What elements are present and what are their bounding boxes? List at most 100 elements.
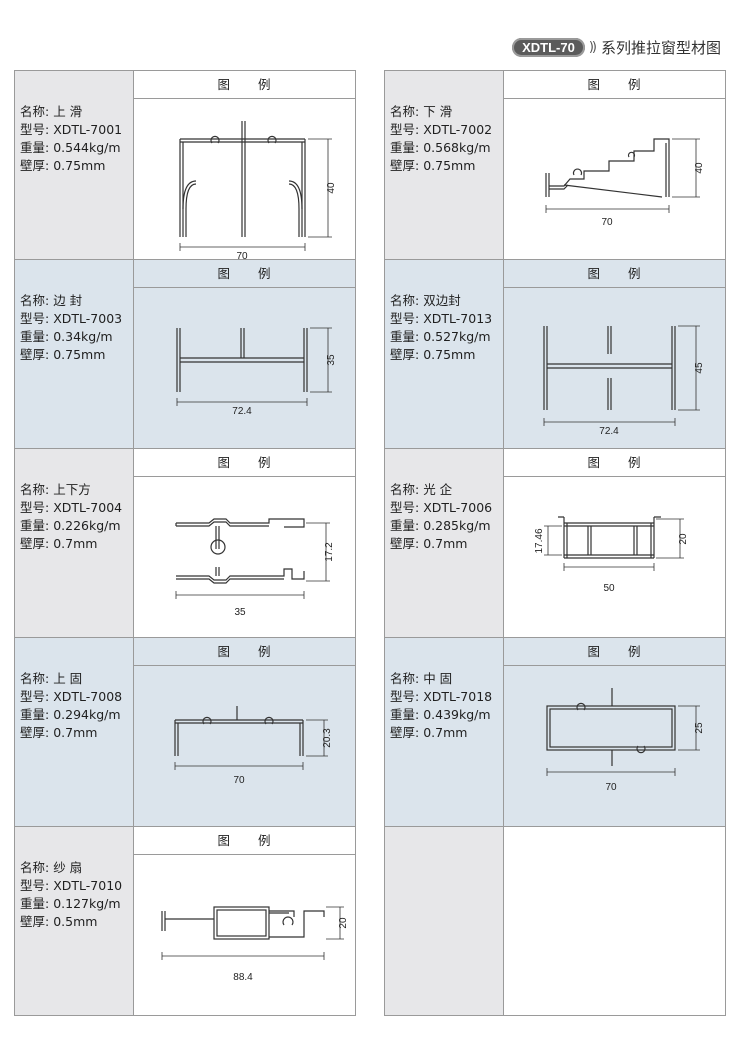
profile-name: 光 企 [423, 482, 453, 497]
profile-info: 名称: 中 固 型号: XDTL-7018 重量: 0.439kg/m 壁厚: … [390, 671, 493, 740]
dimension-height: 20.3 [322, 728, 333, 748]
profile-name: 上 固 [53, 671, 83, 686]
profile-cell-7013: 名称: 双边封 型号: XDTL-7013 重量: 0.527kg/m 壁厚: … [385, 259, 725, 448]
profile-drawing: 70 40 [179, 121, 337, 260]
dimension-width: 72.4 [232, 406, 252, 417]
profile-weight: 0.285kg/m [423, 518, 491, 533]
profile-thickness: 0.7mm [423, 536, 468, 551]
profile-name: 上 滑 [53, 104, 83, 119]
profile-thickness: 0.75mm [53, 347, 106, 362]
profile-drawing: 70 20.3 [174, 706, 333, 786]
profile-info: 名称: 双边封 型号: XDTL-7013 重量: 0.527kg/m 壁厚: … [390, 293, 493, 362]
profile-drawing: 72.4 45 [543, 325, 705, 437]
profile-info: 名称: 边 封 型号: XDTL-7003 重量: 0.34kg/m 壁厚: 0… [20, 293, 123, 362]
profile-cell-7002: 名称: 下 滑 型号: XDTL-7002 重量: 0.568kg/m 壁厚: … [385, 70, 725, 259]
profile-model: XDTL-7006 [423, 500, 493, 515]
legend-panel: 图 例 35 [133, 449, 355, 637]
legend-title: 图 例 [504, 638, 725, 666]
legend-title: 图 例 [134, 71, 355, 99]
profile-weight: 0.294kg/m [53, 707, 121, 722]
page-header: XDTL-70 )) 系列推拉窗型材图 [512, 36, 721, 58]
dimension-height: 25 [694, 722, 705, 734]
dimension-width: 72.4 [599, 426, 619, 437]
dimension-height: 20 [678, 533, 689, 545]
profile-thickness: 0.7mm [53, 536, 98, 551]
profile-model: XDTL-7003 [53, 311, 123, 326]
profile-model: XDTL-7010 [53, 878, 123, 893]
dimension-height: 20 [338, 917, 349, 929]
profile-drawing: 72.4 35 [176, 327, 337, 417]
profile-weight: 0.226kg/m [53, 518, 121, 533]
profile-info: 名称: 上下方 型号: XDTL-7004 重量: 0.226kg/m 壁厚: … [20, 482, 123, 551]
profile-cell-7010: 名称: 纱 扇 型号: XDTL-7010 重量: 0.127kg/m 壁厚: … [15, 826, 355, 1016]
dimension-width: 70 [233, 775, 245, 786]
profile-model: XDTL-7004 [53, 500, 123, 515]
dimension-height: 17.2 [324, 542, 335, 562]
dimension-height-inner: 17.46 [534, 528, 545, 553]
left-column: 名称: 上 滑 型号: XDTL-7001 重量: 0.544kg/m 壁厚: … [14, 70, 356, 1016]
legend-title: 图 例 [504, 71, 725, 99]
dimension-width: 50 [603, 583, 615, 594]
legend-title: 图 例 [134, 449, 355, 477]
profile-cell-7008: 名称: 上 固 型号: XDTL-7008 重量: 0.294kg/m 壁厚: … [15, 637, 355, 826]
profile-weight: 0.527kg/m [423, 329, 491, 344]
profile-name: 上下方 [53, 482, 91, 497]
page-title: 系列推拉窗型材图 [600, 38, 721, 57]
dimension-width: 70 [605, 782, 617, 793]
profile-weight: 0.544kg/m [53, 140, 121, 155]
legend-title: 图 例 [504, 260, 725, 288]
dimension-height: 35 [326, 354, 337, 366]
profile-model: XDTL-7008 [53, 689, 123, 704]
profile-name: 下 滑 [423, 104, 453, 119]
profile-weight: 0.34kg/m [53, 329, 113, 344]
profile-drawing: 70 25 [546, 688, 705, 793]
profile-cell-7003: 名称: 边 封 型号: XDTL-7003 重量: 0.34kg/m 壁厚: 0… [15, 259, 355, 448]
profile-model: XDTL-7013 [423, 311, 493, 326]
empty-legend-panel [503, 827, 725, 1015]
profile-weight: 0.127kg/m [53, 896, 121, 911]
profile-thickness: 0.75mm [423, 158, 476, 173]
profile-info: 名称: 上 滑 型号: XDTL-7001 重量: 0.544kg/m 壁厚: … [20, 104, 123, 173]
profile-model: XDTL-7001 [53, 122, 123, 137]
profile-thickness: 0.75mm [423, 347, 476, 362]
profile-info: 名称: 上 固 型号: XDTL-7008 重量: 0.294kg/m 壁厚: … [20, 671, 123, 740]
legend-title: 图 例 [134, 827, 355, 855]
profile-cell-7006: 名称: 光 企 型号: XDTL-7006 重量: 0.285kg/m 壁厚: … [385, 448, 725, 637]
profile-name: 中 固 [423, 671, 453, 686]
profile-info: 名称: 纱 扇 型号: XDTL-7010 重量: 0.127kg/m 壁厚: … [20, 860, 123, 929]
dimension-width: 70 [236, 251, 248, 260]
profile-cell-7018: 名称: 中 固 型号: XDTL-7018 重量: 0.439kg/m 壁厚: … [385, 637, 725, 826]
profile-thickness: 0.5mm [53, 914, 98, 929]
legend-panel: 图 例 70 25 [503, 638, 725, 826]
dimension-width: 70 [601, 217, 613, 228]
profile-drawing: 70 40 [545, 138, 705, 228]
profile-weight: 0.439kg/m [423, 707, 491, 722]
profile-drawing: 35 17.2 [175, 518, 335, 618]
profile-thickness: 0.7mm [423, 725, 468, 740]
dimension-width: 35 [234, 607, 246, 618]
legend-title: 图 例 [134, 638, 355, 666]
profile-info: 名称: 光 企 型号: XDTL-7006 重量: 0.285kg/m 壁厚: … [390, 482, 493, 551]
profile-cell-7004: 名称: 上下方 型号: XDTL-7004 重量: 0.226kg/m 壁厚: … [15, 448, 355, 637]
legend-panel: 图 例 72.4 45 [503, 260, 725, 448]
profile-weight: 0.568kg/m [423, 140, 491, 155]
dimension-height: 45 [694, 362, 705, 374]
legend-panel: 图 例 88.4 [133, 827, 355, 1015]
series-badge: XDTL-70 [512, 37, 585, 57]
right-column: 名称: 下 滑 型号: XDTL-7002 重量: 0.568kg/m 壁厚: … [384, 70, 726, 1016]
profile-model: XDTL-7018 [423, 689, 493, 704]
legend-panel: 图 例 [133, 71, 355, 260]
empty-cell [385, 826, 725, 1016]
legend-title: 图 例 [504, 449, 725, 477]
legend-panel: 图 例 70 40 [503, 71, 725, 259]
profile-model: XDTL-7002 [423, 122, 493, 137]
profile-info: 名称: 下 滑 型号: XDTL-7002 重量: 0.568kg/m 壁厚: … [390, 104, 493, 173]
profile-name: 边 封 [53, 293, 83, 308]
legend-panel: 图 例 70 20.3 [133, 638, 355, 826]
profile-cell-7001: 名称: 上 滑 型号: XDTL-7001 重量: 0.544kg/m 壁厚: … [15, 70, 355, 260]
dimension-height: 40 [694, 162, 705, 174]
profile-name: 双边封 [423, 293, 461, 308]
profile-drawing: 88.4 20 [161, 906, 349, 983]
legend-panel: 图 例 72.4 35 [133, 260, 355, 448]
legend-panel: 图 例 50 [503, 449, 725, 637]
